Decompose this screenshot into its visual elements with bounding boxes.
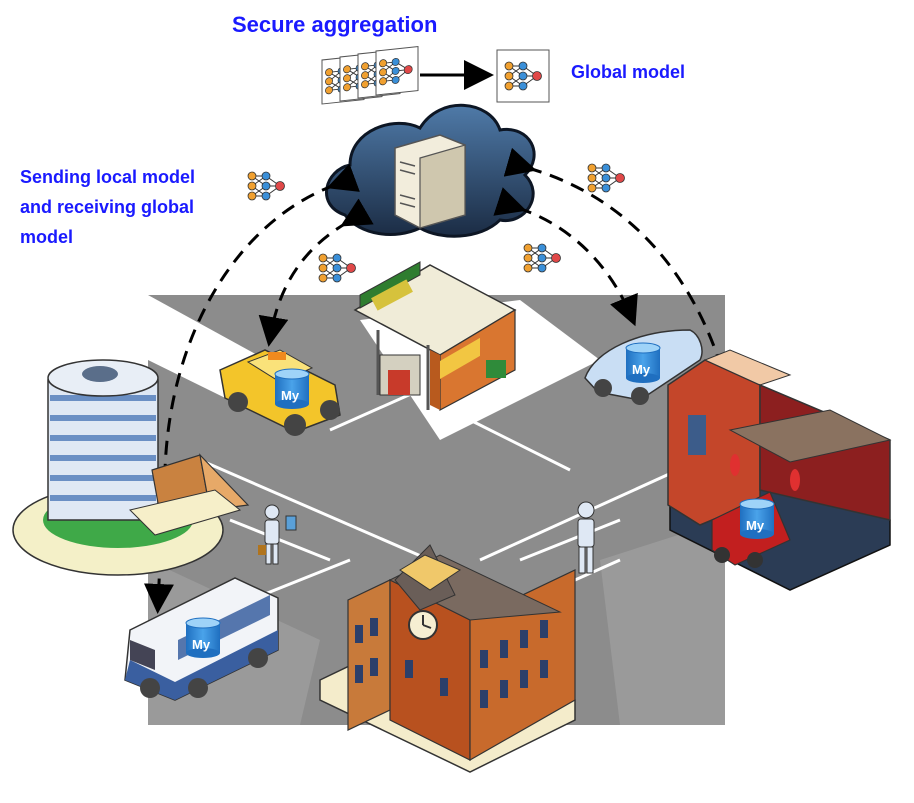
svg-text:My: My	[632, 362, 651, 377]
sending-label-line-3: model	[20, 227, 74, 247]
sending-label-line-2: and receiving global	[20, 197, 195, 217]
taxi: My	[219, 349, 341, 436]
pedestrian-right	[577, 501, 595, 574]
neural-network-icon	[247, 171, 285, 201]
cloud-server	[325, 103, 536, 238]
sending-local-model-label: Sending local model and receiving global…	[20, 162, 250, 252]
blue-car: My	[584, 329, 703, 405]
mysql-database-icon: My	[185, 617, 221, 659]
clock-tower-hall	[319, 544, 576, 773]
global-model-icon	[496, 49, 550, 103]
neural-network-icon	[587, 163, 625, 193]
svg-text:My: My	[192, 637, 211, 652]
mysql-database-icon: My	[739, 498, 775, 540]
server-icon	[394, 134, 466, 229]
gas-station	[353, 261, 517, 411]
secure-aggregation-stack	[321, 46, 419, 105]
pedestrian-left	[258, 504, 297, 565]
mysql-database-icon: My	[274, 368, 310, 410]
office-tower	[12, 359, 250, 576]
neural-network-icon	[318, 253, 356, 283]
bus: My	[124, 577, 279, 701]
svg-text:My: My	[746, 518, 765, 533]
link-taxi	[258, 198, 374, 347]
neural-network-icon	[523, 243, 561, 273]
mysql-database-icon: My	[625, 342, 661, 384]
svg-text:My: My	[281, 388, 300, 403]
secure-aggregation-label: Secure aggregation	[232, 12, 438, 37]
sending-label-line-1: Sending local model	[20, 167, 196, 187]
global-model-label: Global model	[571, 62, 686, 82]
fire-station: My	[667, 349, 892, 591]
